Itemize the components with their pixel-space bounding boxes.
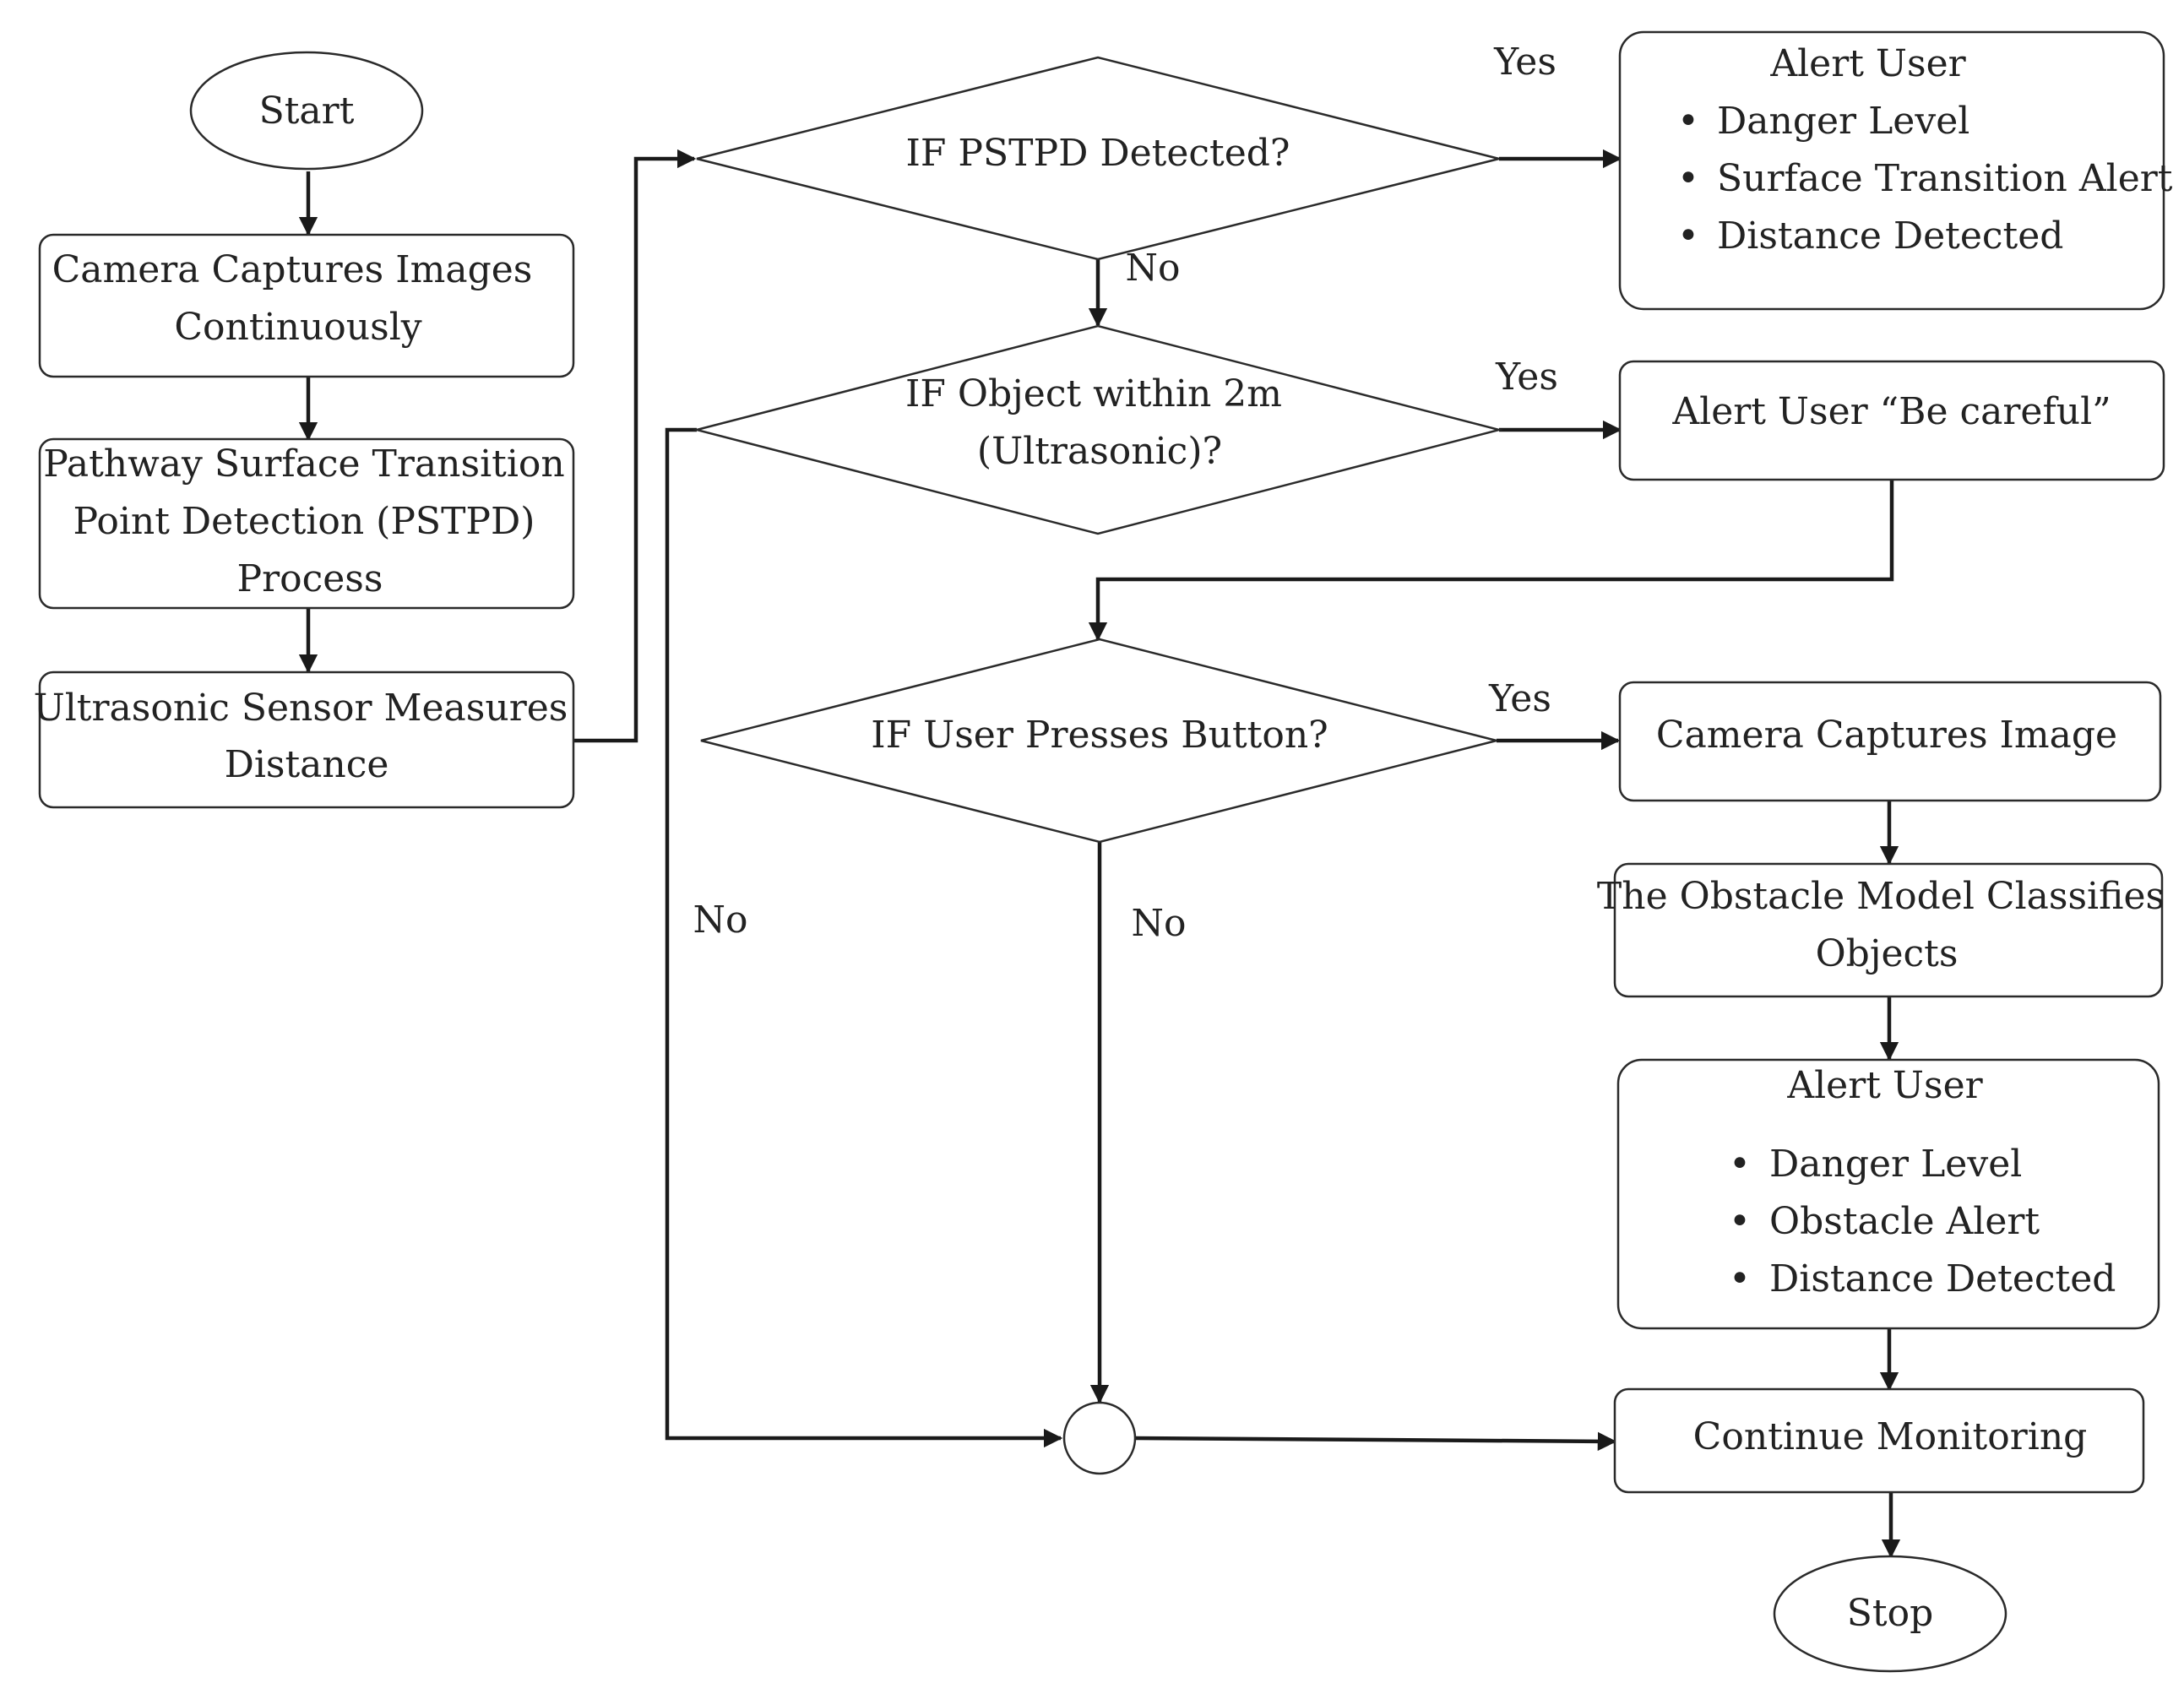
alert-obstacle-bullet-2: •	[1729, 1200, 1751, 1243]
classify-process: The Obstacle Model Classifies Objects	[1597, 862, 2176, 998]
pstpd-process-text: Pathway Surface Transition Point Detecti…	[43, 443, 577, 600]
decision-pstpd-text: IF PSTPD Detected?	[905, 132, 1290, 175]
decision-pstpd: IF PSTPD Detected?	[696, 56, 1500, 261]
label-button-no: No	[1132, 902, 1187, 945]
capture-images-text: Camera Captures Images Continuously	[52, 248, 545, 349]
alert-surface-item-3: Distance Detected	[1717, 214, 2063, 258]
arrow-careful-to-decision-button	[1088, 480, 1894, 642]
decision-object-line-2: (Ultrasonic)?	[977, 430, 1222, 473]
alert-surface-bullet-1: •	[1677, 100, 1699, 143]
alert-obstacle-item-1: Danger Level	[1769, 1143, 2022, 1186]
arrow-merge-to-continue	[1134, 1431, 1617, 1452]
arrow-ultrasonic-to-decision-pstpd	[574, 149, 697, 743]
start-terminal: Start	[189, 51, 424, 171]
ultrasonic-text: Ultrasonic Sensor Measures Distance	[34, 687, 580, 786]
label-object-no: No	[693, 899, 748, 942]
classify-line-2: Objects	[1816, 932, 1959, 975]
alert-careful-box: Alert User “Be careful”	[1618, 360, 2165, 481]
pstpd-process: Pathway Surface Transition Point Detecti…	[38, 437, 577, 610]
label-button-yes: Yes	[1488, 677, 1551, 720]
capture-images-process: Camera Captures Images Continuously	[38, 233, 575, 378]
stop-terminal: Stop	[1773, 1555, 2007, 1673]
alert-surface-item-1: Danger Level	[1717, 100, 1969, 143]
classify-line-1: The Obstacle Model Classifies	[1597, 875, 2165, 918]
label-object-yes: Yes	[1495, 356, 1558, 399]
continue-process: Continue Monitoring	[1613, 1387, 2145, 1494]
alert-surface-box: Alert User • Danger Level • Surface Tran…	[1618, 30, 2173, 311]
start-label: Start	[259, 90, 355, 133]
pstpd-process-line-2: Point Detection (PSTPD)	[73, 500, 535, 543]
pstpd-process-line-3: Process	[237, 557, 383, 600]
ultrasonic-line-1: Ultrasonic Sensor Measures	[34, 687, 568, 730]
alert-careful-text: Alert User “Be careful”	[1671, 390, 2111, 433]
capture-image-process: Camera Captures Image	[1618, 681, 2162, 802]
alert-obstacle-item-2: Obstacle Alert	[1769, 1200, 2040, 1243]
alert-obstacle-title: Alert User	[1786, 1064, 1983, 1107]
continue-text: Continue Monitoring	[1693, 1415, 2088, 1458]
capture-images-line-2: Continuously	[174, 306, 421, 349]
pstpd-process-line-1: Pathway Surface Transition	[43, 443, 565, 486]
stop-label: Stop	[1847, 1592, 1933, 1635]
alert-obstacle-bullet-3: •	[1729, 1257, 1751, 1300]
alert-obstacle-bullet-1: •	[1729, 1143, 1751, 1186]
label-pstpd-no: No	[1126, 247, 1181, 290]
ultrasonic-process: Ultrasonic Sensor Measures Distance	[34, 671, 580, 809]
alert-surface-bullet-2: •	[1677, 157, 1699, 200]
alert-surface-bullet-3: •	[1677, 214, 1699, 258]
decision-button: IF User Presses Button?	[700, 638, 1497, 844]
decision-object-text: IF Object within 2m (Ultrasonic)?	[905, 372, 1294, 473]
decision-object-line-1: IF Object within 2m	[905, 372, 1282, 415]
decision-button-text: IF User Presses Button?	[871, 714, 1328, 757]
connectors	[298, 149, 1901, 1559]
capture-image-text: Camera Captures Image	[1656, 714, 2117, 757]
label-pstpd-yes: Yes	[1493, 41, 1557, 84]
alert-obstacle-box: Alert User • Danger Level • Obstacle Ale…	[1616, 1058, 2160, 1330]
decision-object: IF Object within 2m (Ultrasonic)?	[693, 324, 1503, 535]
capture-images-line-1: Camera Captures Images	[52, 248, 533, 291]
edge-labels: Yes No Yes Yes No No	[693, 41, 1558, 945]
alert-obstacle-item-3: Distance Detected	[1769, 1257, 2116, 1300]
alert-surface-item-2: Surface Transition Alert	[1717, 157, 2173, 200]
alert-surface-title: Alert User	[1769, 42, 1966, 85]
merge-connector	[1062, 1401, 1137, 1475]
arrow-object-no-to-merge	[665, 427, 1063, 1448]
ultrasonic-line-2: Distance	[225, 743, 389, 786]
classify-text: The Obstacle Model Classifies Objects	[1597, 875, 2176, 975]
